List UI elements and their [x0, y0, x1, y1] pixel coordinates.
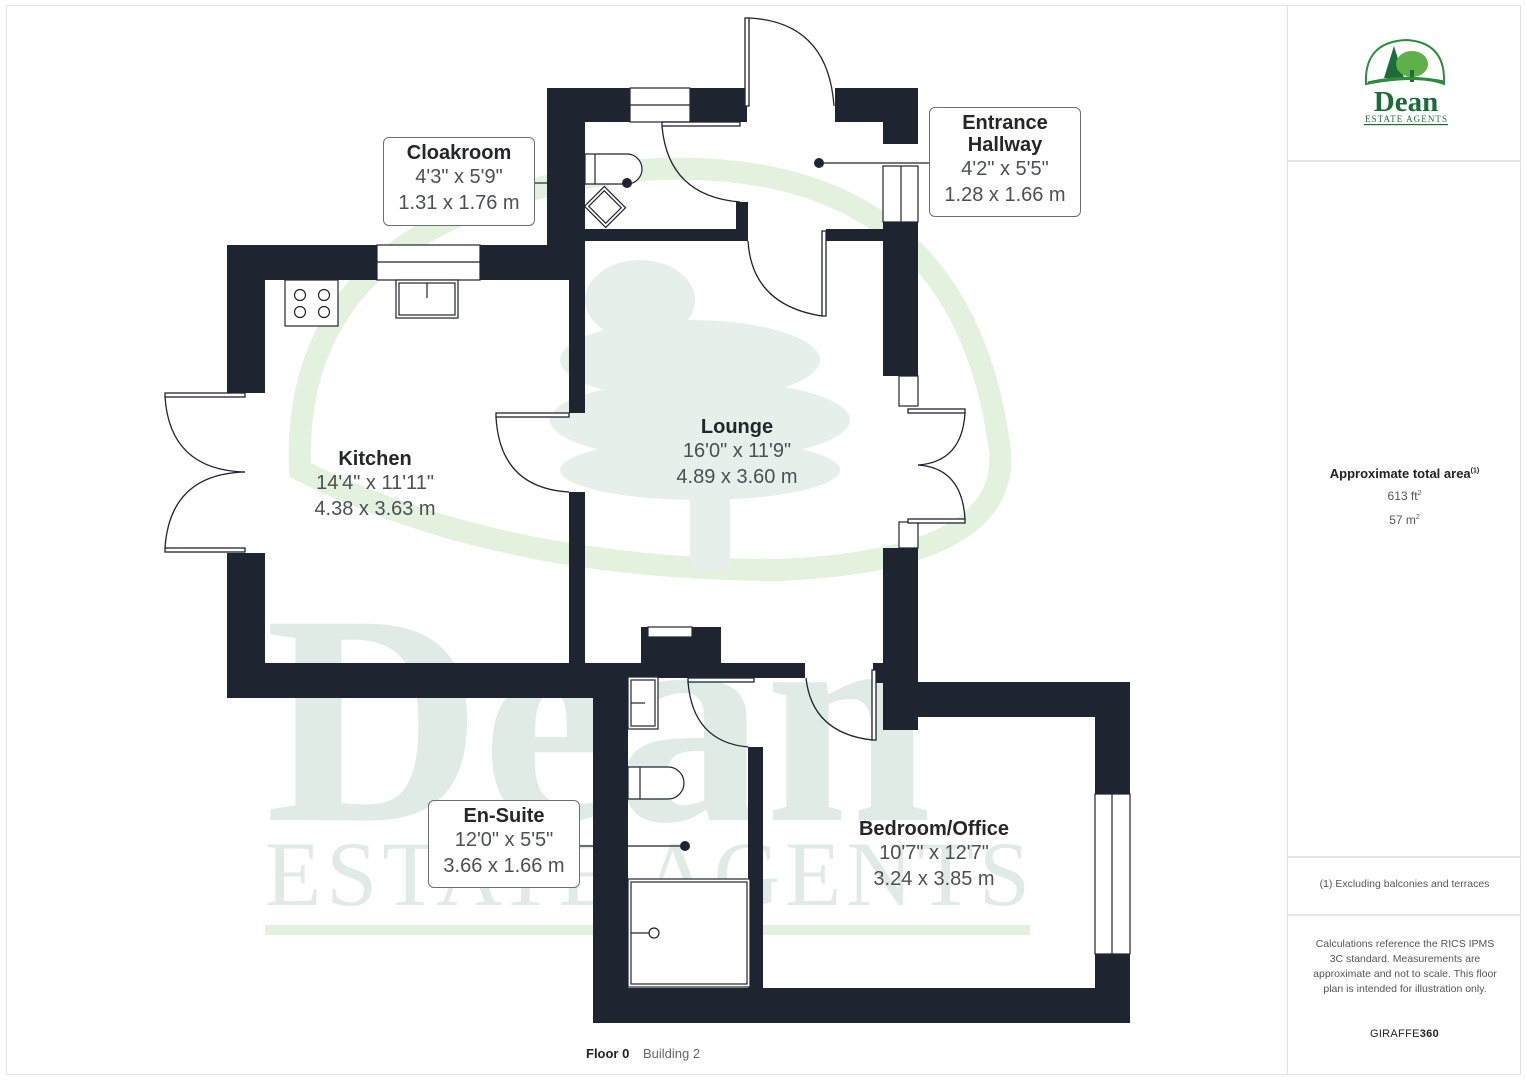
area-sqm: 57 m2 [1389, 513, 1420, 527]
room-metric: 1.28 x 1.66 m [944, 184, 1066, 206]
room-name: En-Suite [463, 805, 545, 827]
watermark-arc [288, 157, 1012, 582]
windows [376, 87, 1131, 955]
ensuite-toilet-icon [627, 766, 685, 800]
sidebar-rule-footnote [1288, 856, 1521, 858]
room-metric: 4.38 x 3.63 m [314, 498, 436, 520]
room-label-en-suite: En-Suite 12'0" x 5'5" 3.66 x 1.66 m [428, 800, 580, 888]
shower-tray-icon [627, 878, 751, 988]
walls [227, 88, 1130, 1023]
room-name-line2: Hallway [967, 134, 1043, 156]
page-frame [6, 5, 1521, 1075]
room-imperial: 16'0" x 11'9" [682, 440, 792, 462]
room-label-kitchen: Kitchen 14'4" x 11'11" 4.38 x 3.63 m [290, 448, 460, 522]
room-imperial: 12'0" x 5'5" [454, 829, 554, 851]
disclaimer: Calculations reference the RICS IPMS 3C … [1313, 938, 1497, 995]
room-metric: 3.66 x 1.66 m [443, 855, 565, 877]
room-metric: 4.89 x 3.60 m [676, 466, 798, 488]
hob-icon [284, 279, 339, 327]
floor-label: Floor 0 [586, 1046, 630, 1061]
room-imperial: 10'7" x 12'7" [879, 842, 989, 864]
kitchen-sink-icon [395, 279, 459, 319]
ensuite-basin-icon [627, 676, 659, 730]
label-dots [622, 158, 824, 851]
room-name: Bedroom/Office [858, 818, 1010, 840]
room-imperial: 4'3" x 5'9" [415, 166, 503, 188]
room-metric: 1.31 x 1.76 m [398, 192, 520, 214]
room-name: Lounge [700, 416, 774, 438]
area-summary: Approximate total area(1) 613 ft2 57 m2 [1288, 466, 1521, 531]
front-door-swing [748, 17, 835, 107]
room-label-lounge: Lounge 16'0" x 11'9" 4.89 x 3.60 m [652, 416, 822, 490]
area-sqft: 613 ft2 [1387, 489, 1422, 503]
logo-name: Dean [1374, 86, 1438, 118]
room-imperial: 4'2" x 5'5" [961, 158, 1049, 180]
front-door [744, 17, 750, 107]
sidebar-rule-disclaimer [1288, 914, 1521, 916]
floor-caption: Floor 0 Building 2 [586, 1046, 700, 1061]
cloakroom-toilet-icon [584, 153, 643, 185]
giraffe360-brand: GIRAFFE360 [1369, 1028, 1440, 1040]
area-title: Approximate total area(1) [1329, 466, 1480, 481]
cloakroom-basin-icon [583, 185, 627, 229]
room-name: Cloakroom [406, 142, 512, 164]
sidebar-divider [1287, 5, 1288, 1075]
dean-logo: Dean ESTATE AGENTS [1364, 38, 1448, 126]
room-label-cloakroom: Cloakroom 4'3" x 5'9" 1.31 x 1.76 m [383, 137, 535, 226]
label-leaders [535, 162, 930, 847]
sidebar-rule-top [1288, 160, 1521, 162]
room-name: Kitchen [338, 448, 412, 470]
room-label-bedroom-office: Bedroom/Office 10'7" x 12'7" 3.24 x 3.85… [830, 818, 1038, 892]
room-label-entrance-hallway: Entrance Hallway 4'2" x 5'5" 1.28 x 1.66… [929, 107, 1081, 217]
area-footnote: (1) Excluding balconies and terraces [1319, 878, 1490, 890]
room-metric: 3.24 x 3.85 m [873, 868, 995, 890]
doors [164, 17, 966, 748]
room-name-line1: Entrance [962, 112, 1048, 134]
floor-plan: Dean ESTATE AGENTS [164, 17, 1131, 1023]
tree-icon [1367, 46, 1445, 85]
logo-tagline: ESTATE AGENTS [1365, 114, 1447, 124]
fixtures [284, 153, 751, 988]
watermark-tree-icon [550, 260, 850, 570]
building-label: Building 2 [642, 1046, 701, 1061]
room-imperial: 14'4" x 11'11" [316, 472, 434, 494]
